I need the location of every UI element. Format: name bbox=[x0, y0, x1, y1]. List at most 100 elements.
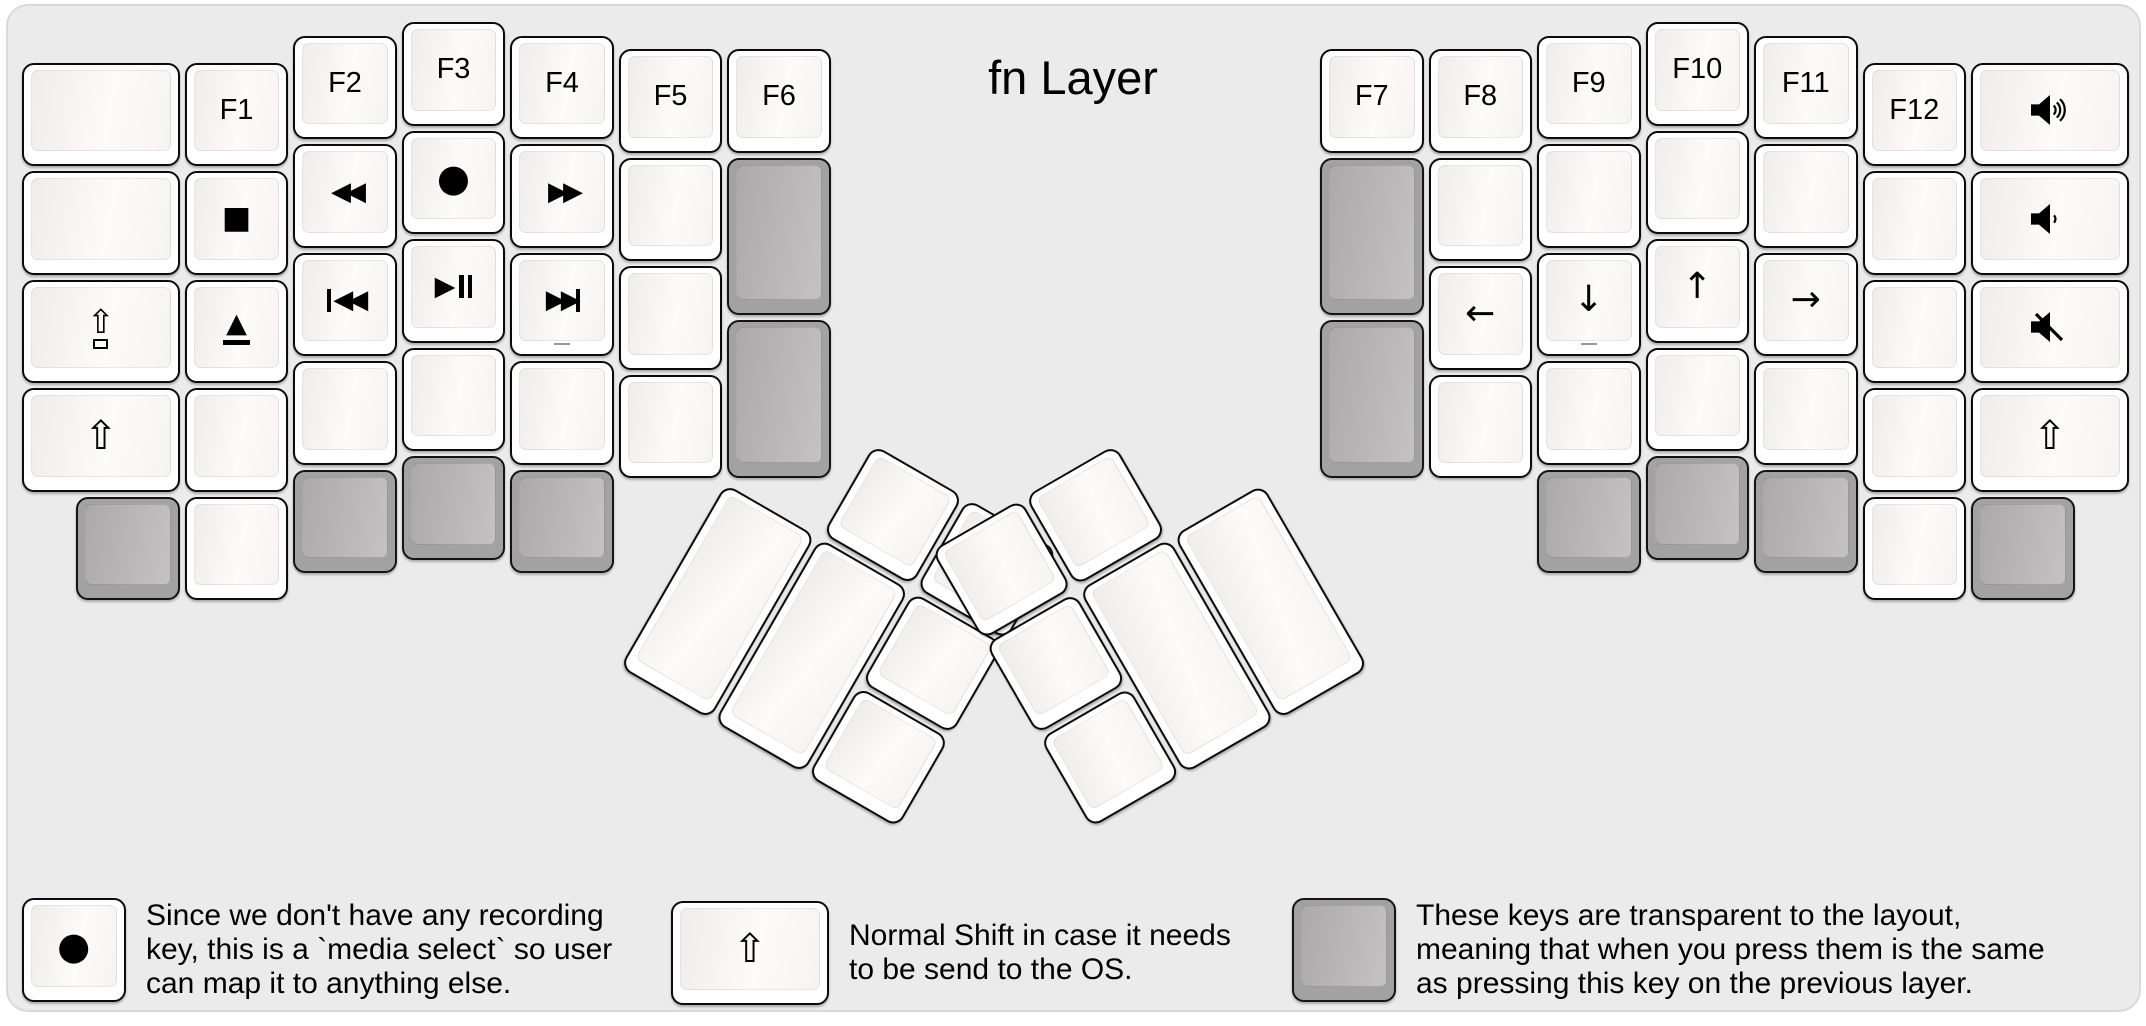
key-f7: F7 bbox=[1320, 49, 1424, 153]
key-blank bbox=[618, 266, 723, 370]
key-transparent bbox=[76, 496, 180, 601]
shift-icon: ⇧ bbox=[2033, 412, 2067, 459]
key-blank bbox=[618, 374, 723, 479]
key-record: ● bbox=[22, 898, 126, 1002]
play-pause-icon: ▶ bbox=[435, 273, 473, 300]
key-blank bbox=[22, 171, 180, 275]
key-transparent bbox=[1537, 469, 1641, 574]
key-blank bbox=[1537, 144, 1641, 248]
legend-item-transparent-keys: These keys are transparent to the layout… bbox=[1292, 894, 2045, 1006]
key-blank bbox=[1862, 496, 1966, 601]
key-transparent bbox=[510, 469, 614, 574]
key-blank bbox=[184, 496, 289, 601]
key-label: F9 bbox=[1571, 66, 1606, 99]
legend-text: These keys are transparent to the layout… bbox=[1416, 899, 2045, 1000]
key-blank bbox=[184, 388, 289, 492]
record-icon: ● bbox=[436, 156, 471, 201]
record-icon: ● bbox=[57, 923, 91, 968]
key-f5: F5 bbox=[618, 49, 723, 153]
key-rewind: ◀◀ bbox=[293, 144, 397, 248]
key-label: F1 bbox=[219, 93, 254, 126]
key-blank bbox=[1645, 347, 1749, 451]
legend-item-normal-shift: ⇧ Normal Shift in case it needs to be se… bbox=[671, 901, 1231, 1005]
key-blank bbox=[401, 347, 506, 451]
legend-text: Since we don't have any recording key, t… bbox=[146, 899, 613, 1000]
shift-icon: ⇧ bbox=[84, 412, 118, 459]
volume-up-icon bbox=[2030, 95, 2066, 126]
key-f3: F3 bbox=[401, 22, 506, 126]
next-track-icon: ▶▶ bbox=[544, 287, 581, 313]
key-label: F5 bbox=[653, 80, 688, 113]
legend-item-media-select: ● Since we don't have any recording key,… bbox=[22, 894, 612, 1006]
key-caps-lock: ⇧ bbox=[22, 279, 180, 384]
key-blank bbox=[1645, 130, 1749, 234]
key-label: F10 bbox=[1672, 53, 1723, 86]
key-blank bbox=[1754, 361, 1858, 465]
volume-down-icon bbox=[2030, 203, 2057, 234]
key-label: F2 bbox=[328, 66, 362, 99]
key-blank bbox=[1862, 279, 1966, 384]
key-shift: ⇧ bbox=[22, 388, 180, 492]
key-mute bbox=[1971, 279, 2129, 384]
key-shift: ⇧ bbox=[671, 901, 829, 1005]
key-transparent bbox=[1320, 320, 1424, 479]
key-prev-track: ◀◀ bbox=[293, 252, 397, 357]
key-arrow-down: ↓ bbox=[1537, 252, 1641, 357]
key-label: F8 bbox=[1463, 80, 1498, 113]
key-transparent bbox=[727, 320, 831, 479]
rewind-icon: ◀◀ bbox=[331, 176, 366, 207]
key-f9: F9 bbox=[1537, 35, 1641, 140]
key-f4: F4 bbox=[510, 35, 614, 140]
caps-lock-icon: ⇧ bbox=[87, 305, 115, 350]
arrow-down-icon: ↓ bbox=[1573, 279, 1604, 321]
key-transparent bbox=[1971, 496, 2075, 601]
homing-dash bbox=[1580, 342, 1597, 346]
key-volume-up bbox=[1971, 62, 2129, 167]
key-stop: ■ bbox=[184, 171, 289, 275]
key-label: F6 bbox=[762, 80, 796, 113]
key-label: F7 bbox=[1354, 80, 1389, 113]
key-transparent bbox=[1645, 456, 1749, 560]
key-blank bbox=[1754, 144, 1858, 248]
fast-forward-icon: ▶▶ bbox=[548, 176, 583, 207]
key-blank bbox=[1537, 361, 1641, 465]
key-f12: F12 bbox=[1862, 62, 1966, 167]
key-f11: F11 bbox=[1754, 35, 1858, 140]
key-transparent bbox=[293, 469, 397, 574]
key-f8: F8 bbox=[1428, 49, 1532, 153]
key-shift: ⇧ bbox=[1971, 388, 2129, 492]
key-transparent bbox=[727, 157, 831, 316]
key-arrow-up: ↑ bbox=[1645, 239, 1749, 343]
key-label: F3 bbox=[436, 53, 471, 86]
arrow-right-icon: → bbox=[1790, 279, 1821, 321]
homing-dash bbox=[554, 342, 570, 346]
key-f1: F1 bbox=[184, 62, 289, 167]
stop-icon: ■ bbox=[221, 200, 252, 237]
arrow-up-icon: ↑ bbox=[1682, 265, 1713, 307]
mute-icon bbox=[2030, 312, 2064, 343]
key-transparent bbox=[1320, 157, 1424, 316]
key-label: F4 bbox=[545, 66, 579, 99]
legend-key-shift: ⇧ bbox=[671, 901, 829, 1005]
eject-icon: ▲ bbox=[223, 310, 250, 346]
legend-key-transparent bbox=[1292, 898, 1396, 1002]
key-arrow-left: ← bbox=[1428, 266, 1532, 370]
key-blank bbox=[1428, 374, 1532, 479]
key-record: ● bbox=[401, 130, 506, 234]
key-blank bbox=[1862, 388, 1966, 492]
key-label: F11 bbox=[1781, 66, 1830, 99]
key-transparent bbox=[401, 456, 506, 560]
key-volume-down bbox=[1971, 171, 2129, 275]
key-f6: F6 bbox=[727, 49, 831, 153]
key-blank bbox=[618, 157, 723, 262]
key-label: F12 bbox=[1889, 93, 1940, 126]
shift-icon: ⇧ bbox=[733, 925, 767, 972]
legend-text: Normal Shift in case it needs to be send… bbox=[849, 919, 1231, 986]
key-blank bbox=[1862, 171, 1966, 275]
key-blank bbox=[1428, 157, 1532, 262]
key-eject: ▲ bbox=[184, 279, 289, 384]
key-arrow-right: → bbox=[1754, 252, 1858, 357]
key-transparent bbox=[1754, 469, 1858, 574]
layer-title: fn Layer bbox=[988, 51, 1158, 104]
